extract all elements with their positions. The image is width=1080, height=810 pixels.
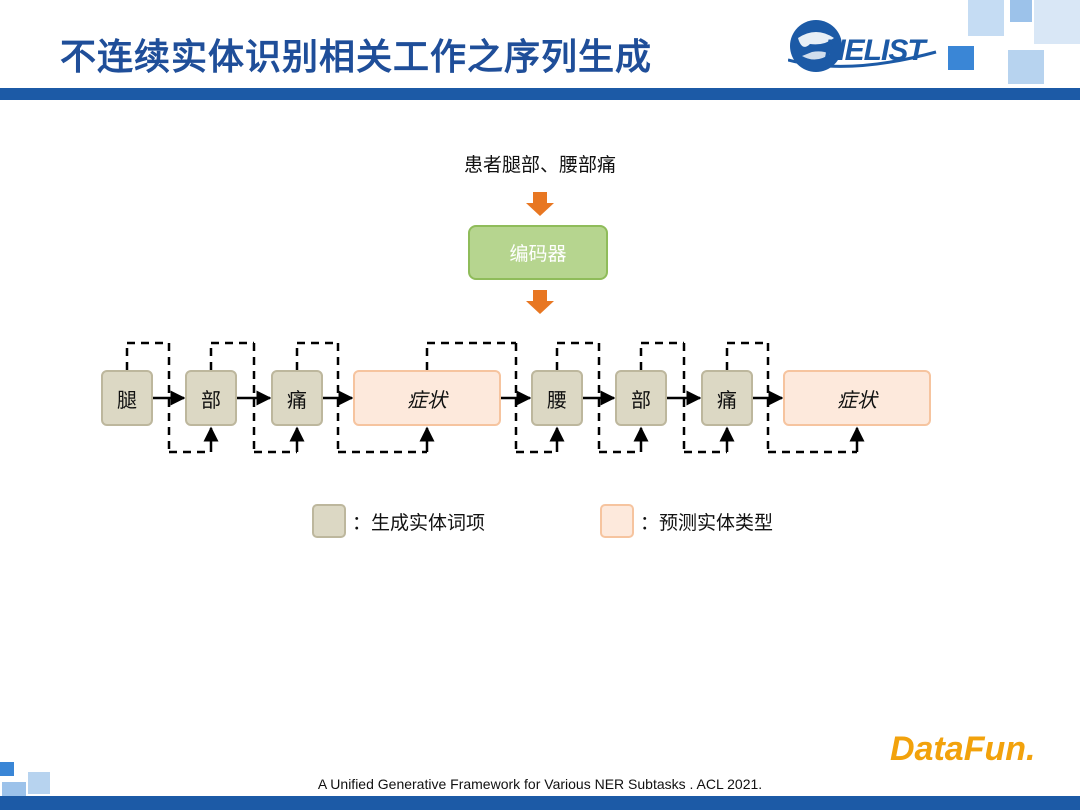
decorative-square [968, 0, 1004, 36]
datafun-logo: DataFun. [890, 730, 1036, 768]
citation: A Unified Generative Framework for Vario… [317, 776, 763, 792]
encoder-box: 编码器 [468, 225, 608, 280]
legend-generated-label: ：生成实体词项 [352, 512, 486, 534]
footer-bar [0, 796, 1080, 810]
decorative-square [0, 762, 14, 776]
token-predicted-type: 症状 [783, 370, 931, 426]
decorative-square [28, 772, 50, 794]
decorative-square [948, 46, 974, 70]
decorative-square [2, 782, 26, 796]
nelist-logo: NELIST [787, 16, 938, 78]
token-generated: 腿 [101, 370, 153, 426]
legend-predicted-label: ：预测实体类型 [640, 512, 774, 534]
input-sentence: 患者腿部、腰部痛 [463, 154, 616, 176]
nelist-logo-text: NELIST [824, 34, 926, 67]
legend-generated-swatch [312, 504, 346, 538]
token-generated: 痛 [701, 370, 753, 426]
encoder-label: 编码器 [509, 243, 567, 265]
slide-title: 不连续实体识别相关工作之序列生成 [60, 37, 653, 78]
token-predicted-type: 症状 [353, 370, 501, 426]
decorative-square [1010, 0, 1032, 22]
decorative-square [1008, 50, 1044, 84]
token-generated: 部 [615, 370, 667, 426]
legend-predicted-swatch [600, 504, 634, 538]
decorative-square [1034, 0, 1080, 44]
header-bar [0, 88, 1080, 100]
token-generated: 腰 [531, 370, 583, 426]
token-generated: 部 [185, 370, 237, 426]
token-generated: 痛 [271, 370, 323, 426]
down-arrow-icon [526, 290, 554, 314]
down-arrow-icon [526, 192, 554, 216]
